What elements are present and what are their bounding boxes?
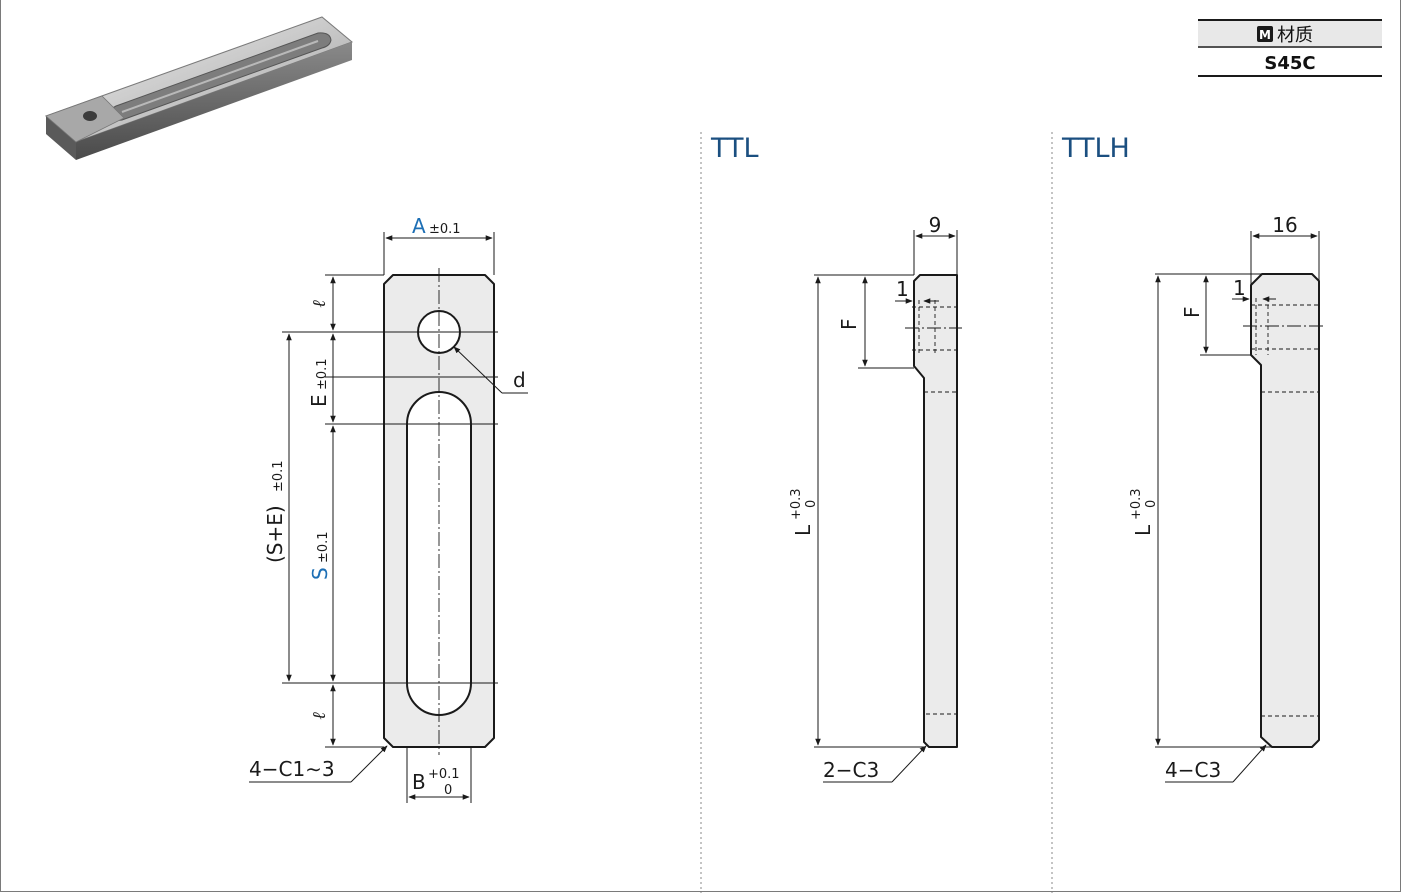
ttlh-dim-L-tol-lower: 0 — [1144, 500, 1159, 508]
dim-S: S — [308, 567, 332, 580]
dim-B-tol-lower: 0 — [444, 783, 452, 798]
ttl-dim-L: L — [791, 524, 815, 536]
ttl-dim-L-tol-upper: +0.3 — [789, 488, 804, 520]
product-photo — [45, 16, 353, 160]
label-d: d — [513, 368, 526, 392]
material-table: M 材质 S45C — [1198, 19, 1382, 77]
dim-S-tol: ±0.1 — [316, 531, 331, 563]
ttl-view: TTL 9 1 F L +0.3 0 2−C3 — [710, 133, 962, 783]
ttlh-view: TTLH 16 1 F L +0.3 0 4−C3 — [1061, 133, 1325, 783]
ttlh-dim-F: F — [1180, 306, 1204, 318]
main-chamfer: 4−C1∼3 — [249, 757, 335, 781]
material-header: 材质 — [1277, 25, 1313, 46]
ttl-dim-width: 9 — [929, 213, 942, 237]
dim-SE-tol: ±0.1 — [271, 460, 286, 492]
material-value: S45C — [1264, 53, 1315, 74]
ttl-chamfer: 2−C3 — [823, 758, 879, 782]
ttl-dim-1: 1 — [896, 277, 909, 301]
dim-A: A — [412, 214, 426, 238]
ttlh-dim-L: L — [1131, 524, 1155, 536]
ttl-title: TTL — [710, 133, 759, 164]
main-view: A ±0.1 B +0.1 0 ℓ ℓ E ±0.1 S ±0.1 (S+E) … — [249, 214, 528, 803]
ttlh-dim-width: 16 — [1272, 213, 1297, 237]
ttl-dim-F: F — [837, 318, 861, 330]
ttl-profile — [913, 274, 958, 748]
dim-l-bottom: ℓ — [309, 712, 330, 720]
ttlh-dim-1: 1 — [1233, 276, 1246, 300]
ttlh-chamfer: 4−C3 — [1165, 758, 1221, 782]
dim-l-top: ℓ — [309, 300, 330, 308]
dim-B-tol-upper: +0.1 — [428, 767, 460, 782]
dim-B: B — [412, 770, 426, 794]
dim-E-tol: ±0.1 — [315, 358, 330, 390]
dim-A-tol: ±0.1 — [429, 222, 461, 237]
material-badge: M — [1259, 28, 1271, 42]
ttlh-profile — [1250, 273, 1320, 748]
ttlh-title: TTLH — [1061, 133, 1130, 164]
ttlh-dim-L-tol-upper: +0.3 — [1129, 488, 1144, 520]
ttl-dim-L-tol-lower: 0 — [804, 500, 819, 508]
material-badge-icon — [1257, 26, 1273, 42]
dim-SE: (S+E) — [263, 505, 287, 563]
dim-E: E — [307, 394, 331, 407]
